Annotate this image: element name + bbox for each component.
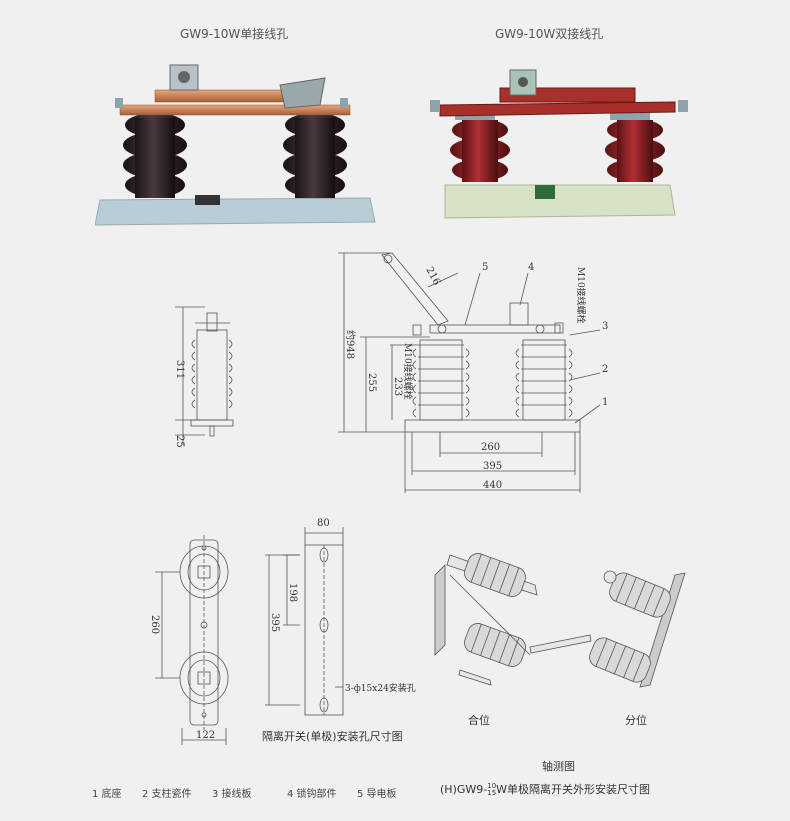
axonometric-closed	[434, 553, 538, 686]
dim-440: 440	[483, 480, 502, 491]
main-caption: (H)GW9- 10 15 W单极隔离开关外形安装尺寸图	[440, 781, 650, 797]
legend-item-lock-hook: 4 锁钩部件	[287, 789, 337, 800]
base-dim-395: 395	[269, 613, 280, 632]
main-caption-prefix: (H)GW9-	[440, 783, 488, 796]
axonometric-open	[529, 570, 686, 688]
base-hole-caption: 隔离开关(单极)安装孔尺寸图	[262, 730, 403, 743]
photo-double-terminal	[430, 69, 688, 219]
callout-5: 5	[482, 262, 488, 273]
callout-3: 3	[602, 321, 608, 332]
legend-item-post-insulator: 2 支柱瓷件	[142, 789, 192, 800]
axonometric-caption: 轴测图	[542, 760, 575, 773]
dim-395: 395	[483, 461, 502, 472]
plan-dim-260: 260	[150, 615, 160, 634]
dim-948: 约948	[344, 330, 357, 359]
base-dim-80: 80	[317, 518, 330, 529]
callout-1: 1	[602, 397, 608, 408]
base-dim-198: 198	[287, 583, 298, 602]
main-caption-sub: 15	[487, 789, 497, 797]
closed-position-label: 合位	[468, 714, 490, 727]
side-dim-25: 25	[174, 435, 185, 448]
plan-dim-122: 122	[196, 730, 215, 741]
dim-260: 260	[481, 442, 500, 453]
side-dim-311: 311	[174, 360, 185, 379]
main-caption-sup: 10	[487, 782, 497, 790]
main-caption-suffix: W单极隔离开关外形安装尺寸图	[496, 783, 651, 796]
dim-216: 216	[423, 265, 442, 287]
side-view-drawing: 311 25	[174, 306, 234, 448]
callout-2: 2	[602, 364, 608, 375]
legend-item-terminal-plate: 3 接线板	[212, 789, 252, 800]
open-position-label: 分位	[625, 714, 647, 727]
right-photo-title: GW9-10W双接线孔	[495, 27, 604, 41]
left-photo-title: GW9-10W单接线孔	[180, 27, 289, 41]
dim-255: 255	[366, 373, 377, 392]
callout-4: 4	[528, 262, 534, 273]
m10-label-right: M10接线螺栓	[575, 267, 587, 324]
legend-item-conductive-plate: 5 导电板	[357, 789, 397, 800]
base-hole-drawing: 80 198 395 3-ф15x24安装孔	[265, 518, 416, 716]
legend-item-base: 1 底座	[92, 789, 122, 800]
plan-view-drawing: 260 122	[150, 535, 229, 745]
photo-single-terminal	[95, 64, 376, 226]
m10-label-left: M10接线螺栓	[402, 343, 414, 400]
dim-233: 233	[392, 377, 403, 396]
front-elevation-drawing: 216 约948 255 233 260 395 440 5 4 3 2 1 M…	[338, 252, 608, 493]
holes-note: 3-ф15x24安装孔	[345, 682, 416, 694]
